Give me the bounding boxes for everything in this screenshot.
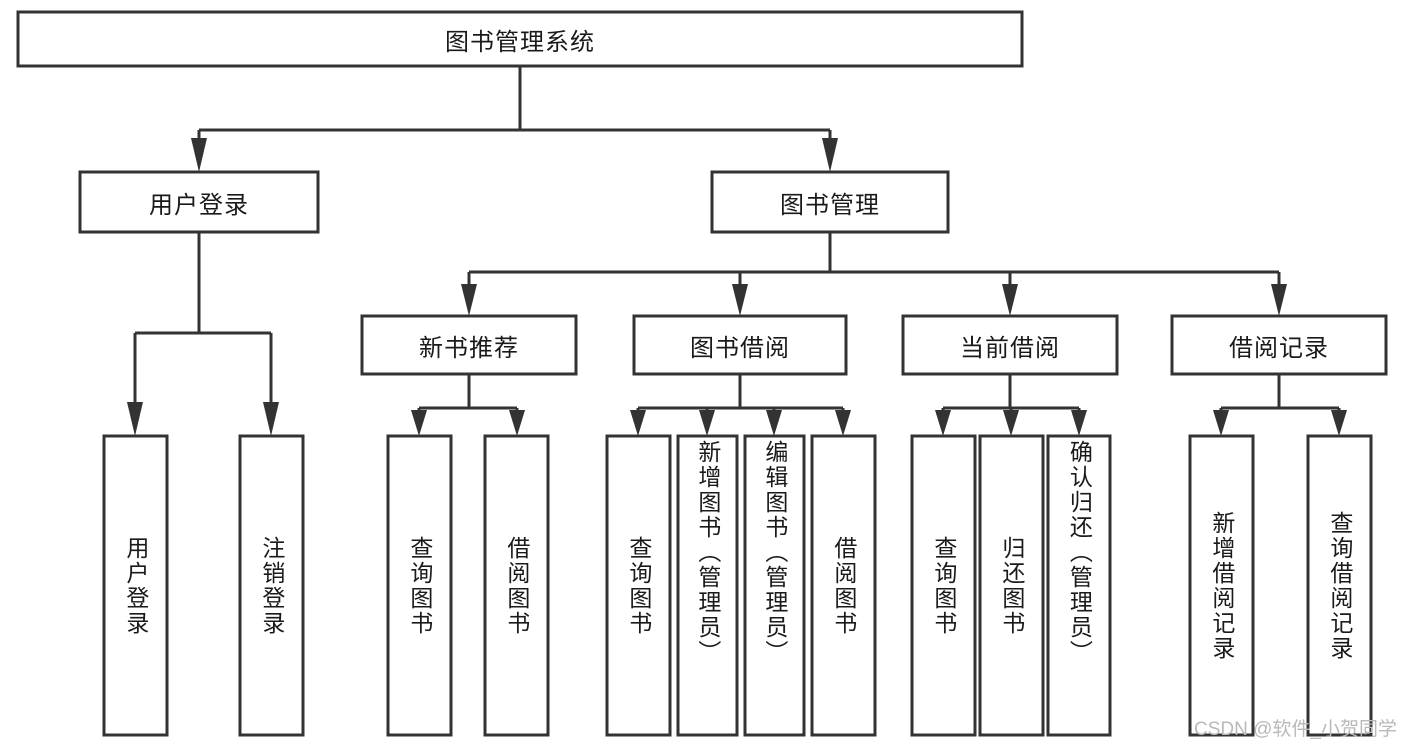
arrow-head-leaf-logout — [263, 402, 279, 436]
node-leaf-query-record[interactable] — [1306, 434, 1373, 737]
arrow-head-new-book-rec — [461, 284, 477, 316]
arrow-head-leaf-return-book — [1003, 410, 1019, 436]
arrow-head-current-borrow — [1002, 284, 1018, 316]
arrow-head-leaf-confirm-return — [1071, 410, 1087, 436]
arrow-head-leaf-query-book-1 — [411, 410, 427, 436]
arrow-head-leaf-borrow-book-1 — [509, 410, 525, 436]
node-leaf-query-book-2[interactable] — [605, 434, 672, 737]
arrow-head-leaf-borrow-book-2 — [835, 410, 851, 436]
arrow-head-leaf-add-record — [1213, 410, 1229, 436]
node-borrow-record[interactable] — [1170, 314, 1388, 376]
node-user-login[interactable] — [78, 170, 320, 234]
arrow-head-leaf-query-book-2 — [630, 410, 646, 436]
node-leaf-return-book[interactable] — [978, 434, 1045, 737]
node-leaf-query-book-1[interactable] — [386, 434, 453, 737]
node-book-manage[interactable] — [710, 170, 950, 234]
node-leaf-edit-book[interactable] — [743, 434, 806, 737]
node-book-borrow[interactable] — [632, 314, 848, 376]
arrow-head-leaf-add-book — [699, 410, 715, 436]
csdn-watermark: CSDN @软件_小贺同学 — [1194, 719, 1397, 740]
node-leaf-user-login[interactable] — [102, 434, 169, 737]
arrow-head-user-login — [191, 138, 207, 172]
node-leaf-borrow-book-1[interactable] — [483, 434, 550, 737]
arrow-head-leaf-query-record — [1331, 410, 1347, 436]
arrow-head-leaf-edit-book — [766, 410, 782, 436]
arrow-head-leaf-user-login — [127, 402, 143, 436]
node-leaf-confirm-return[interactable] — [1046, 434, 1112, 737]
node-leaf-add-record[interactable] — [1188, 434, 1255, 737]
arrow-head-book-borrow — [732, 284, 748, 316]
box-layer — [16, 10, 1388, 737]
arrow-head-book-manage — [822, 138, 838, 172]
arrow-head-leaf-query-book-3 — [935, 410, 951, 436]
node-leaf-add-book[interactable] — [676, 434, 739, 737]
arrow-head-borrow-record — [1271, 284, 1287, 316]
node-current-borrow[interactable] — [901, 314, 1119, 376]
node-root[interactable] — [16, 10, 1024, 68]
node-leaf-query-book-3[interactable] — [910, 434, 977, 737]
node-new-book-recommend[interactable] — [360, 314, 578, 376]
node-leaf-borrow-book-2[interactable] — [810, 434, 877, 737]
connector-layer — [127, 66, 1347, 436]
node-leaf-logout[interactable] — [238, 434, 305, 737]
